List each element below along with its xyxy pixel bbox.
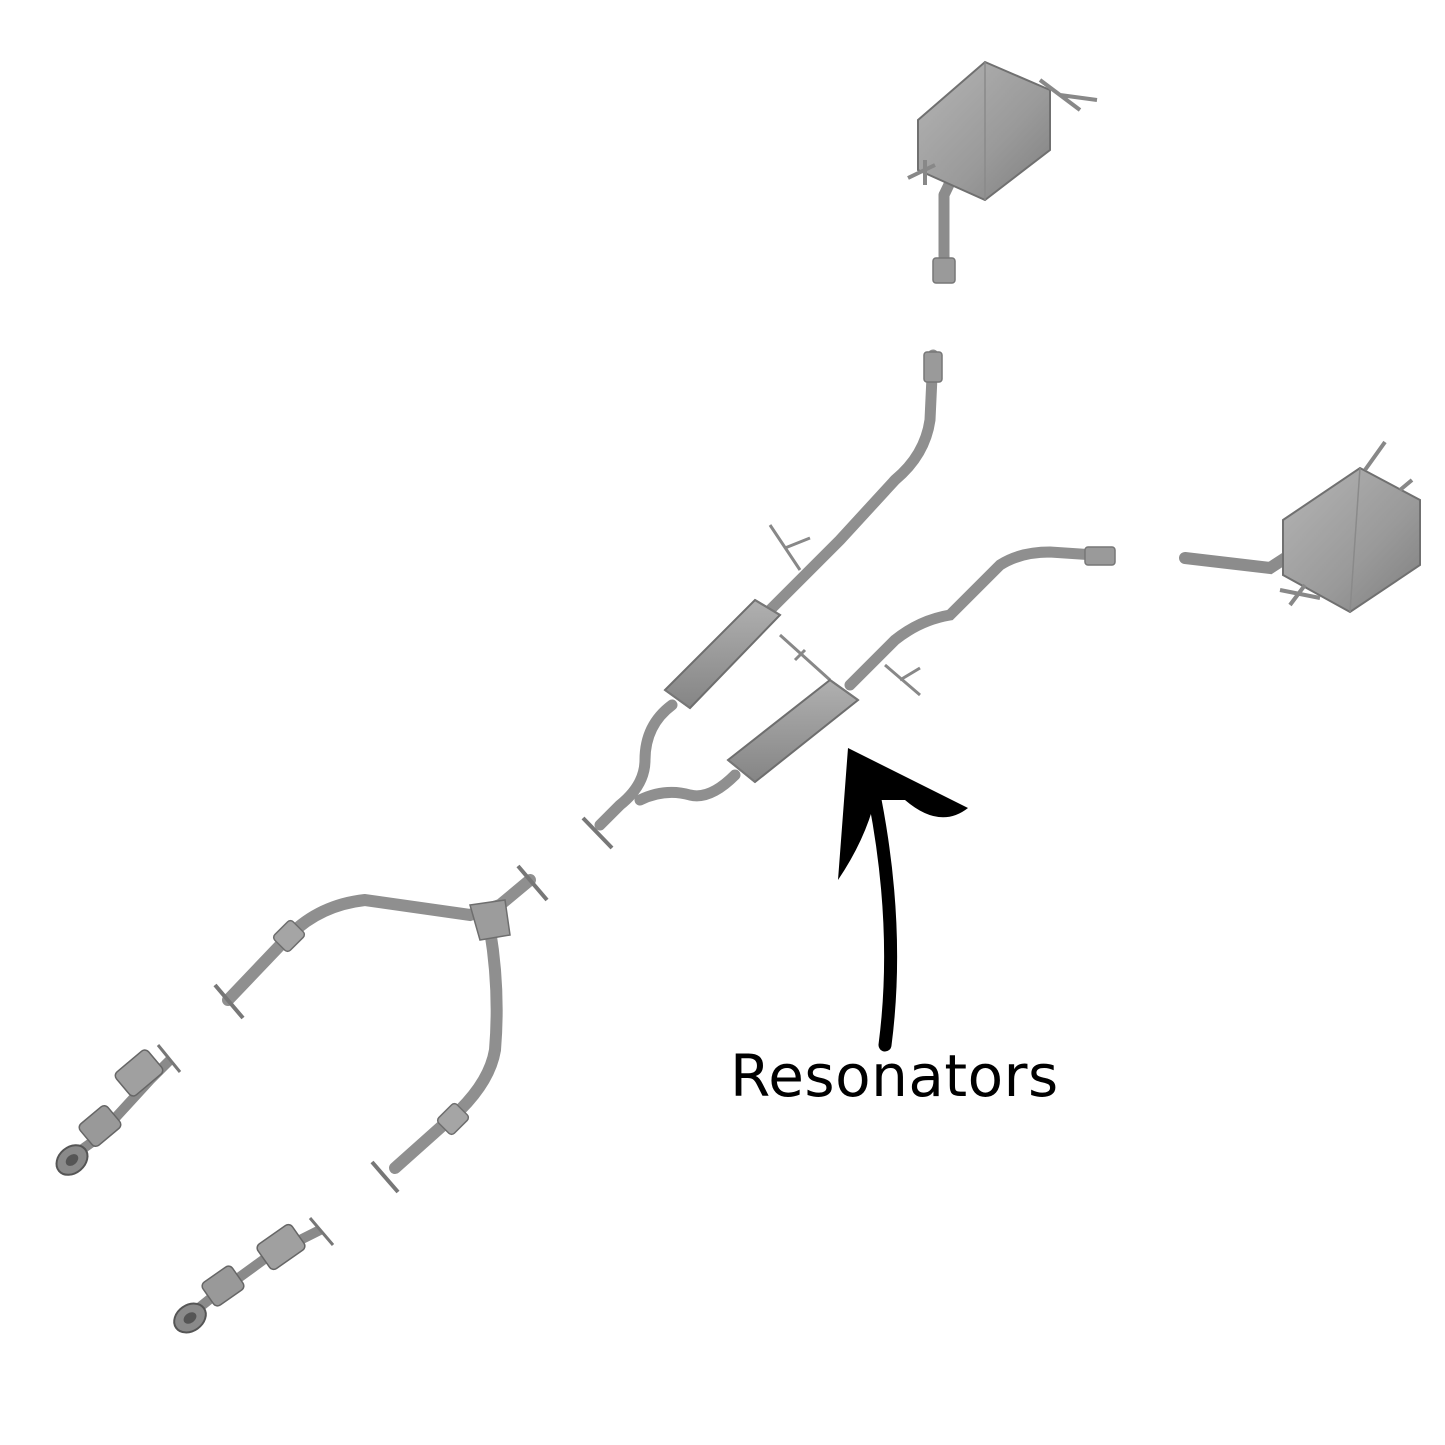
mid-pipe-left [764, 349, 943, 682]
catalytic-converter-lower [173, 1217, 335, 1334]
mid-pipe-right [844, 546, 1116, 697]
resonator-upper [663, 598, 782, 710]
rear-muffler-right [1179, 440, 1421, 614]
resonator-lower [726, 678, 860, 784]
annotation-arrow [838, 748, 968, 1052]
y-pipe [213, 864, 549, 1194]
resonators-label: Resonators [730, 1042, 1059, 1110]
rear-muffler-left [907, 60, 1098, 284]
resonator-merge-pipe [581, 699, 741, 850]
catalytic-converter-upper [55, 1044, 182, 1176]
